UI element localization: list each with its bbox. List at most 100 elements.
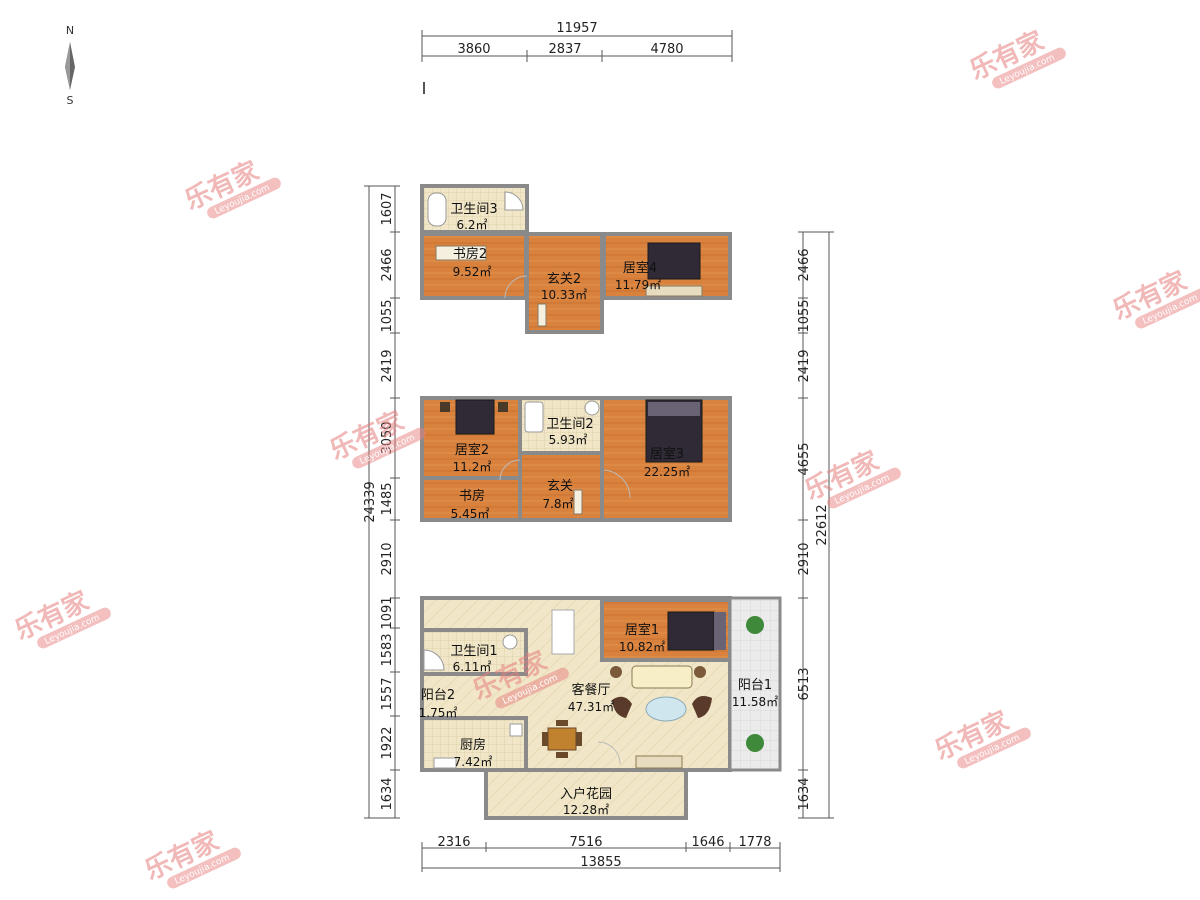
bottom-dimension-4: 1778: [738, 835, 771, 850]
living-name: 客餐厅: [571, 682, 610, 698]
left-dim-11: 1922: [380, 726, 395, 759]
plant-icon: [746, 734, 764, 752]
study-area: 5.45㎡: [451, 507, 490, 521]
top-total-dimension: 11957: [556, 21, 597, 36]
left-dim-1: 1607: [380, 192, 395, 225]
right-dim-5: 2910: [797, 542, 812, 575]
watermark-logo: 乐有家 Leyoujia.com: [930, 705, 1031, 769]
shower-icon: [423, 649, 445, 671]
foyer2-name: 玄关2: [547, 272, 581, 287]
bed-icon: [455, 399, 495, 435]
bed2-name: 居室2: [455, 442, 489, 458]
bed1-area: 10.82㎡: [619, 640, 665, 654]
balcony2-name: 阳台2: [421, 688, 455, 703]
door-arc-icon: [597, 741, 621, 765]
bed2-area: 11.2㎡: [453, 460, 492, 474]
balcony1-area: 11.58㎡: [732, 695, 778, 709]
right-dim-1: 2466: [797, 248, 812, 281]
left-dim-2: 2466: [380, 248, 395, 281]
sink-icon: [584, 400, 600, 416]
sink-icon: [502, 634, 518, 650]
room-study2: [420, 232, 528, 300]
watermark-logo: 乐有家 Leyoujia.com: [325, 405, 426, 469]
lower-block: [420, 596, 782, 820]
bathtub-icon: [524, 401, 544, 433]
coffee-table-icon: [645, 696, 687, 722]
room-study: [420, 476, 522, 522]
left-dim-6: 1485: [380, 482, 395, 515]
foyer-name: 玄关: [547, 479, 573, 494]
balcony2-area: 1.75㎡: [419, 706, 458, 720]
bottom-dimension-3: 1646: [691, 835, 724, 850]
compass: N S: [65, 24, 75, 107]
balcony1-name: 阳台1: [738, 678, 772, 693]
garden-area: 12.28㎡: [563, 803, 609, 817]
bed4-name: 居室4: [623, 260, 657, 276]
middle-block: [420, 396, 732, 522]
left-dim-7: 2910: [380, 542, 395, 575]
door-arc-icon: [504, 275, 528, 299]
compass-north-label: N: [66, 24, 74, 37]
watermark-logo: 乐有家 Leyoujia.com: [140, 825, 241, 889]
plant-icon: [746, 616, 764, 634]
bath1-name: 卫生间1: [450, 644, 497, 659]
watermark-logo: 乐有家 Leyoujia.com: [1108, 265, 1200, 329]
foyer2-area: 10.33㎡: [541, 288, 587, 302]
living-area: 47.31㎡: [568, 700, 614, 714]
bed3-name: 居室3: [650, 446, 684, 462]
bottom-dimensions: [421, 842, 781, 872]
room-labels: 卫生间3 6.2㎡ 书房2 9.52㎡ 玄关2 10.33㎡ 居室4 11.79…: [419, 202, 779, 817]
bath1-area: 6.11㎡: [453, 660, 492, 674]
right-dim-7: 1634: [797, 777, 812, 810]
garden-name: 入户花园: [560, 786, 612, 802]
study2-area: 9.52㎡: [453, 265, 492, 279]
room-foyer: [518, 451, 604, 522]
study2-name: 书房2: [453, 246, 487, 262]
room-garden: [484, 768, 688, 820]
bathtub-icon: [427, 192, 447, 227]
kitchen-name: 厨房: [460, 737, 486, 753]
door-arc-icon: [601, 469, 631, 499]
top-dimension-2: 2837: [548, 42, 581, 57]
study-name: 书房: [459, 488, 485, 504]
bottom-dimension-1: 2316: [437, 835, 470, 850]
desk-icon: [435, 245, 487, 261]
foyer-area: 7.8㎡: [542, 497, 573, 511]
bed-icon: [647, 242, 701, 280]
bath2-name: 卫生间2: [546, 417, 593, 432]
bath3-name: 卫生间3: [450, 202, 497, 217]
right-dim-6: 6513: [797, 667, 812, 700]
tv-cabinet-icon: [635, 755, 683, 769]
right-dim-3: 2419: [797, 349, 812, 382]
watermark-logo: 乐有家 Leyoujia.com: [10, 585, 111, 649]
left-dim-8: 1091: [380, 596, 395, 629]
left-dim-10: 1557: [380, 677, 395, 710]
right-dimension-labels: 2466 1055 2419 4655 2910 6513 1634 22612: [797, 248, 830, 810]
left-dim-4: 2419: [380, 349, 395, 382]
left-dim-9: 1583: [380, 633, 395, 666]
bed3-area: 22.25㎡: [644, 465, 690, 479]
left-dim-3: 1055: [380, 299, 395, 332]
watermark-logo: 乐有家 Leyoujia.com: [965, 25, 1066, 89]
right-dim-2: 1055: [797, 299, 812, 332]
top-dimensions: [421, 30, 733, 94]
sofa-icon: [631, 665, 693, 689]
right-dim-4: 4655: [797, 442, 812, 475]
shower-icon: [504, 191, 524, 211]
bed1-name: 居室1: [625, 622, 659, 638]
compass-south-label: S: [67, 94, 74, 107]
stove-icon: [433, 757, 457, 769]
kitchen-area: 7.42㎡: [454, 755, 493, 769]
top-dimension-1: 3860: [457, 42, 490, 57]
bath2-area: 5.93㎡: [549, 433, 588, 447]
watermark-logo: 乐有家 Leyoujia.com: [180, 155, 281, 219]
upper-block: [420, 184, 732, 334]
bed4-area: 11.79㎡: [615, 278, 661, 292]
bath3-area: 6.2㎡: [456, 218, 487, 232]
left-total-dimension: 24339: [363, 481, 378, 522]
top-dimension-3: 4780: [650, 42, 683, 57]
bottom-dimension-2: 7516: [569, 835, 602, 850]
right-total-dimension: 22612: [815, 504, 830, 545]
watermark-logo: 乐有家 Leyoujia.com: [800, 445, 901, 509]
